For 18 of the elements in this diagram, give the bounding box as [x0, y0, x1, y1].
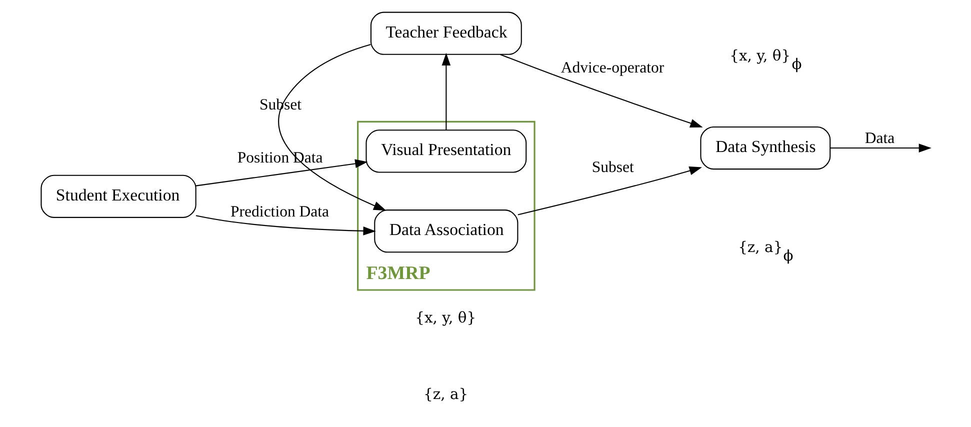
arrow — [441, 52, 450, 130]
node-box: Visual Presentation — [365, 130, 526, 173]
node-box: Teacher Feedback — [370, 12, 522, 55]
edge-label: Subset — [591, 159, 634, 176]
node-box: Data Association — [374, 210, 518, 253]
node-box: Student Execution — [40, 174, 196, 218]
edge-label: Advice-operator — [560, 59, 664, 76]
label: {x, y, θ} — [414, 309, 476, 326]
edge-label: Prediction Data — [230, 203, 329, 220]
arrow — [500, 54, 702, 128]
node-box: Data Synthesis — [700, 126, 830, 170]
arrow — [278, 44, 386, 211]
edge-label: Data — [864, 130, 894, 147]
label: {z, a} — [423, 386, 468, 404]
arrow — [195, 159, 368, 186]
arrow — [195, 215, 376, 236]
arrow — [517, 166, 702, 216]
arrow — [830, 144, 931, 152]
